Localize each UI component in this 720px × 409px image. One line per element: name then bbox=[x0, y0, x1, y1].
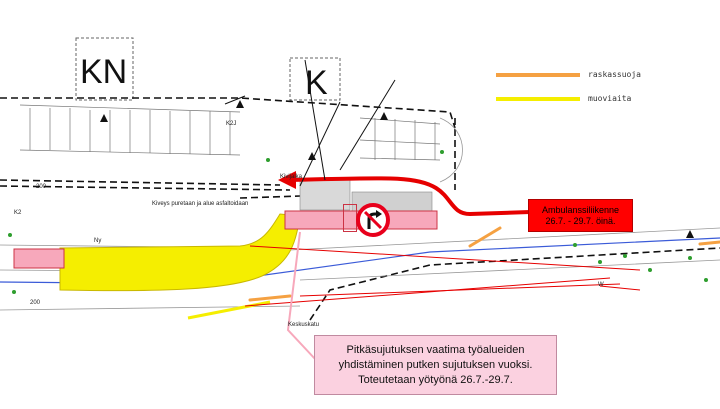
yellow-line-icon bbox=[496, 96, 580, 101]
vegetation bbox=[8, 150, 708, 294]
street-label-kivijalka: Kivijalka bbox=[280, 174, 303, 180]
barrier-fence bbox=[59, 213, 301, 292]
detour-arrowhead bbox=[278, 171, 296, 189]
ambulance-traffic-label: Ambulanssiliikenne 26.7. - 29.7. öinä. bbox=[528, 199, 633, 232]
street-label-ny: Ny bbox=[94, 238, 102, 244]
note-line-3: Toteutetaan yötyönä 26.7.-29.7. bbox=[358, 373, 513, 386]
building-k-label: K bbox=[305, 64, 328, 102]
building-outlines bbox=[75, 37, 341, 101]
leader-lines bbox=[224, 59, 396, 187]
legend-label: raskassuoja bbox=[588, 70, 641, 79]
barrier-line-lower bbox=[187, 300, 271, 320]
height-label-200: 200 bbox=[36, 184, 47, 190]
work-note-callout: Pitkäsujutuksen vaatima työalueiden yhdi… bbox=[314, 335, 557, 395]
survey-markers bbox=[100, 100, 694, 238]
detour-route bbox=[289, 176, 531, 217]
legend-label: muoviaita bbox=[588, 94, 632, 103]
ambulance-line-1: Ambulanssiliikenne bbox=[541, 204, 620, 215]
note-line-2: yhdistäminen putken sujutuksen vuoksi. bbox=[338, 358, 533, 371]
route-label-w: W bbox=[598, 282, 604, 288]
block-boundaries bbox=[0, 97, 720, 321]
work-zone-small bbox=[343, 204, 357, 232]
no-right-turn-sign-icon bbox=[356, 203, 390, 237]
parking-hatching bbox=[19, 104, 441, 161]
street-label-keskuskatu: Keskuskatu bbox=[288, 322, 320, 328]
route-lines bbox=[244, 245, 641, 307]
grid-label-k2: K2 bbox=[14, 210, 22, 216]
legend-item-fence: muoviaita bbox=[496, 94, 631, 103]
height-label-200-bottom: 200 bbox=[30, 300, 41, 306]
building-kn-label: KN bbox=[80, 53, 128, 91]
grid-label-k2j: K2J bbox=[226, 121, 237, 127]
ambulance-line-2: 26.7. - 29.7. öinä. bbox=[545, 215, 616, 226]
legend-item-shelter: raskassuoja bbox=[496, 70, 641, 79]
orange-line-icon bbox=[496, 72, 580, 77]
note-line-1: Pitkäsujutuksen vaatima työalueiden bbox=[346, 343, 525, 356]
callout-leader bbox=[286, 231, 317, 361]
turn-arrow-icon bbox=[363, 210, 383, 230]
kiveys-label: Kiveys puretaan ja alue asfaltoidaan bbox=[152, 201, 249, 207]
